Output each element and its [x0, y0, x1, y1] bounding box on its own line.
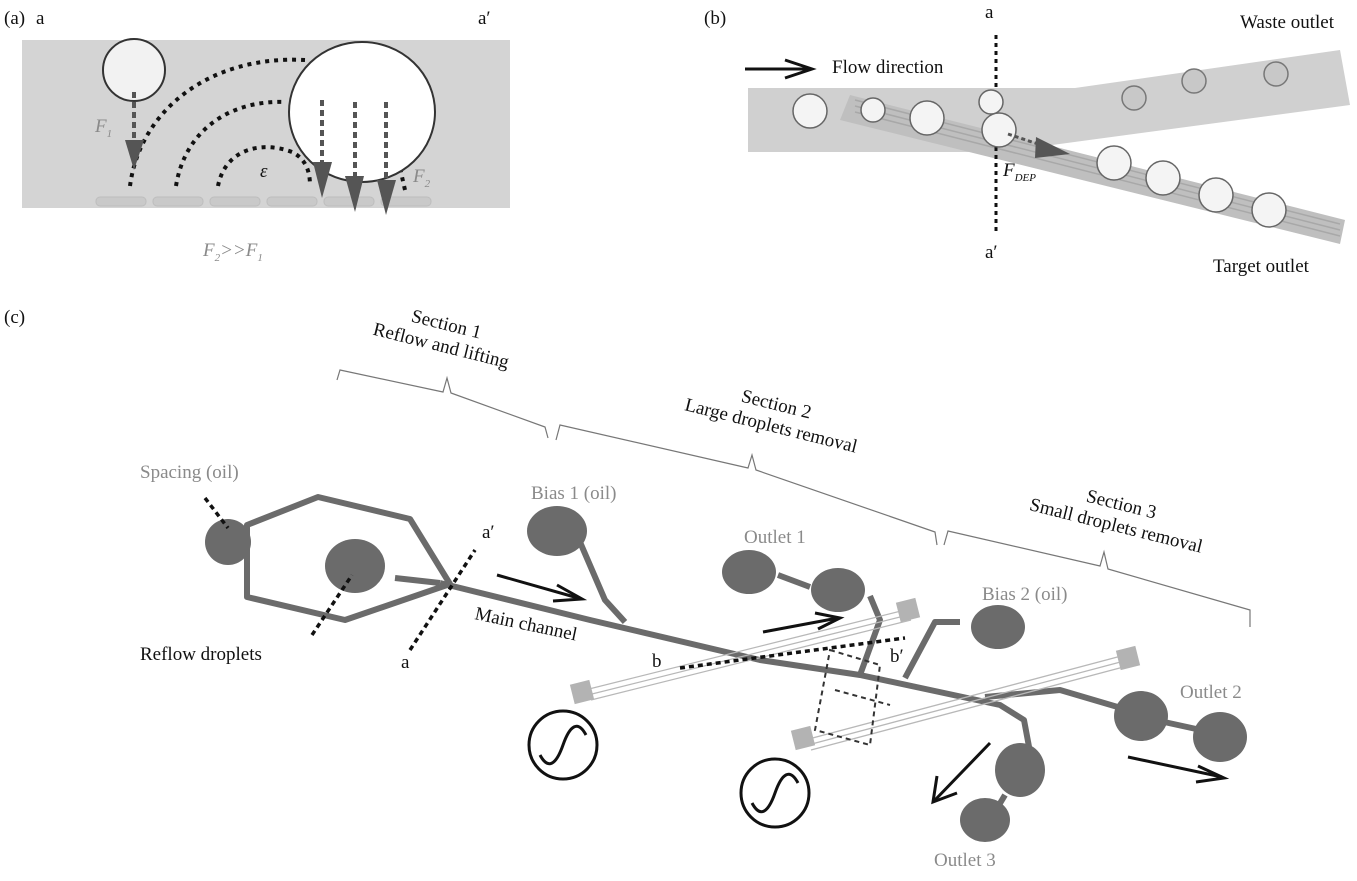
- panel-b-tag: (b): [704, 8, 726, 29]
- section-2-label: Section 2 Large droplets removal: [683, 386, 860, 458]
- large-droplet: [288, 41, 436, 183]
- reservoirs: [205, 506, 1247, 842]
- small-droplet: [102, 38, 166, 102]
- flow-direction-label: Flow direction: [832, 57, 944, 78]
- outlet-3-label: Outlet 3: [934, 850, 996, 871]
- electrode-row: [95, 196, 432, 207]
- force-arrows: [132, 92, 388, 182]
- target-outlet-label: Target outlet: [1213, 256, 1310, 277]
- section-1-label: Section 1 Reflow and lifting: [371, 306, 512, 373]
- marker-b-prime-c: b′: [890, 646, 904, 667]
- electrode-pads: [569, 597, 1141, 751]
- flow-arrow: [745, 58, 817, 80]
- marker-a-prime-bottom: a′: [985, 242, 998, 263]
- force-f2-label: F2: [412, 166, 431, 190]
- epsilon-label: ε: [260, 161, 268, 182]
- panel-b: (b) a a′ Waste outlet Target outlet Flow…: [704, 2, 1350, 277]
- reflow-droplets-label: Reflow droplets: [140, 644, 262, 665]
- panel-a-tag: (a): [4, 8, 25, 29]
- marker-a-c: a: [401, 652, 410, 673]
- waste-outlet-label: Waste outlet: [1240, 12, 1335, 33]
- marker-b-c: b: [652, 651, 662, 672]
- panel-c-tag: (c): [4, 307, 25, 328]
- marker-a-top: a: [985, 2, 994, 23]
- section-brackets: [336, 369, 1251, 627]
- marker-a-prime: a′: [478, 8, 491, 29]
- electrode-lines-c: [584, 609, 1132, 751]
- dep-arrow-head: [1035, 137, 1070, 158]
- droplets-b: [792, 89, 1287, 228]
- force-f1-label: F1: [94, 116, 112, 140]
- ac-source-1: [527, 709, 599, 781]
- section-cut-lines: [203, 496, 906, 670]
- section-3-label: Section 3 Small droplets removal: [1027, 486, 1204, 558]
- ac-source-2: [739, 757, 811, 829]
- svg-text:Main channel: Main channel: [473, 603, 579, 645]
- panel-a: (a) a a′: [4, 8, 510, 264]
- marker-a: a: [36, 8, 45, 29]
- f-dep-label: FDEP: [1002, 160, 1036, 184]
- bias-2-label: Bias 2 (oil): [982, 584, 1068, 605]
- marker-a-prime-c: a′: [482, 522, 495, 543]
- waste-droplets: [1121, 61, 1289, 111]
- outlet-1-label: Outlet 1: [744, 527, 806, 548]
- main-channel-label: Main channel: [473, 603, 579, 645]
- force-relation: F2>>F1: [202, 240, 263, 264]
- magnified-box: [813, 648, 891, 747]
- panel-c: (c) Section 1 Reflow and lifting Section…: [4, 306, 1251, 871]
- flow-arrows-c: [496, 573, 1230, 805]
- arrow-heads: [125, 140, 396, 215]
- spacing-oil-label: Spacing (oil): [140, 462, 239, 483]
- outlet-2-label: Outlet 2: [1180, 682, 1242, 703]
- bias-1-label: Bias 1 (oil): [531, 483, 617, 504]
